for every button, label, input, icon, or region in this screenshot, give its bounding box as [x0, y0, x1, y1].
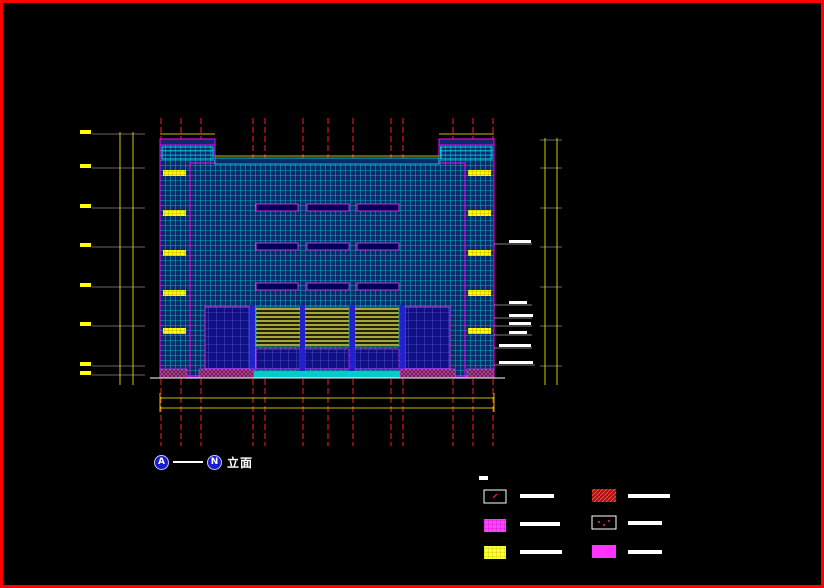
top-dimensions [160, 133, 494, 157]
axis-bubble-start: A [154, 454, 169, 470]
magenta-grid-icon [484, 519, 506, 532]
elevation-title: 立面 [227, 455, 254, 470]
red-dotted-icon [591, 515, 617, 530]
tower-window-bands [163, 170, 491, 334]
legend-label-4 [628, 494, 670, 498]
legend-label-1 [520, 494, 554, 498]
magenta-solid-icon [592, 545, 616, 558]
center-windows [255, 203, 400, 291]
right-level-marks [540, 138, 562, 385]
ground-floor [150, 305, 505, 379]
legend-label-6 [628, 550, 662, 554]
axis-bubble-end: N [207, 454, 222, 470]
legend-label-5 [628, 521, 662, 525]
legend-label-3 [520, 550, 562, 554]
red-hatch-icon [592, 489, 616, 502]
yellow-grid-icon [484, 546, 506, 559]
drawing-title: A N 立面 [154, 453, 253, 471]
title-connector-line [173, 461, 203, 463]
facade-callouts [494, 240, 535, 366]
legend-label-2 [520, 522, 560, 526]
left-level-marks [80, 130, 145, 385]
bottom-dimensions [159, 393, 495, 412]
legend [479, 476, 670, 559]
legend-title-mark [479, 476, 488, 480]
